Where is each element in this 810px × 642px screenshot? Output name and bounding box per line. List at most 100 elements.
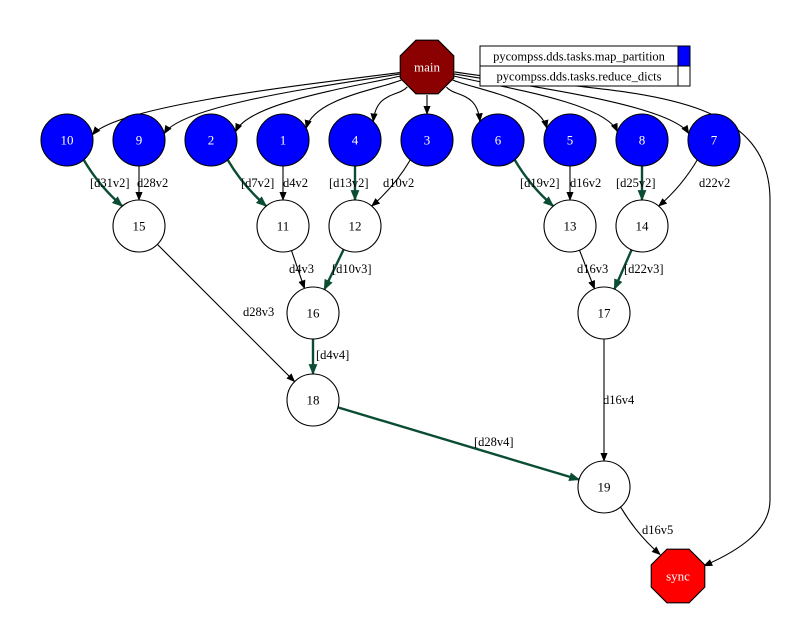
node-19-shape xyxy=(577,460,631,514)
edge-main-to-4 xyxy=(370,86,408,123)
edge-13-to-17 xyxy=(578,250,596,290)
legend-label-pycompss-dds-tasks-map-partition: pycompss.dds.tasks.map_partition xyxy=(493,50,666,64)
edge-labels-layer: [d31v2]d28v2[d7v2]d4v2[d13v2]d10v2[d19v2… xyxy=(90,176,730,537)
node-10-label: 10 xyxy=(61,133,74,148)
edge-label-5-to-13: d16v2 xyxy=(570,176,601,190)
edge-main-to-5 xyxy=(451,79,549,130)
node-11-label: 11 xyxy=(277,219,290,234)
node-7-label: 7 xyxy=(711,133,718,148)
node-10: 10 xyxy=(40,113,94,167)
node-4: 4 xyxy=(328,113,382,167)
node-16-label: 16 xyxy=(307,306,321,321)
edge-main-to-8 xyxy=(453,75,618,133)
node-sync: sync xyxy=(650,548,706,604)
edge-label-3-to-12: d10v2 xyxy=(383,176,414,190)
edge-12-to-16 xyxy=(323,248,345,291)
node-17: 17 xyxy=(577,286,631,340)
edge-label-6-to-13: [d19v2] xyxy=(520,176,560,190)
edge-15-to-18 xyxy=(157,244,296,383)
node-main-label: main xyxy=(414,60,440,75)
node-7: 7 xyxy=(687,113,741,167)
edge-10-to-15 xyxy=(82,159,124,208)
node-16-shape xyxy=(286,286,340,340)
edge-label-19-to-sync: d16v5 xyxy=(642,523,673,537)
edge-label-1-to-11: d4v2 xyxy=(283,176,308,190)
node-3: 3 xyxy=(400,113,454,167)
node-11: 11 xyxy=(256,199,310,253)
node-15-label: 15 xyxy=(133,219,146,234)
node-2-shape xyxy=(184,113,238,167)
node-main: main xyxy=(399,39,455,95)
node-14-shape xyxy=(615,199,669,253)
node-2: 2 xyxy=(184,113,238,167)
node-12-label: 12 xyxy=(349,219,362,234)
edge-label-16-to-18: [d4v4] xyxy=(316,348,349,362)
edge-7-to-14 xyxy=(658,159,698,207)
node-5-label: 5 xyxy=(567,133,574,148)
node-5: 5 xyxy=(543,113,597,167)
node-3-label: 3 xyxy=(424,133,431,148)
node-5-shape xyxy=(543,113,597,167)
edge-main-to-1 xyxy=(304,79,403,130)
node-14: 14 xyxy=(615,199,669,253)
node-4-label: 4 xyxy=(352,133,359,148)
edge-label-2-to-11: [d7v2] xyxy=(241,176,274,190)
legend: pycompss.dds.tasks.map_partition pycompss… xyxy=(479,45,691,87)
edge-2-to-11 xyxy=(226,159,268,208)
edge-main-to-9 xyxy=(163,73,400,135)
node-11-shape xyxy=(256,199,310,253)
node-19-label: 19 xyxy=(598,480,611,495)
edge-18-to-19 xyxy=(337,406,581,481)
node-15-shape xyxy=(112,199,166,253)
node-main-shape xyxy=(399,39,455,95)
edge-6-to-13 xyxy=(513,159,555,208)
node-10-shape xyxy=(40,113,94,167)
node-17-shape xyxy=(577,286,631,340)
edge-label-9-to-15: d28v2 xyxy=(137,176,168,190)
legend-swatch-pycompss-dds-tasks-reduce-dicts xyxy=(677,65,691,87)
node-9-label: 9 xyxy=(136,133,143,148)
node-13-label: 13 xyxy=(564,219,577,234)
node-19: 19 xyxy=(577,460,631,514)
node-18: 18 xyxy=(286,373,340,427)
node-8: 8 xyxy=(615,113,669,167)
node-13-shape xyxy=(543,199,597,253)
node-8-label: 8 xyxy=(639,133,646,148)
edge-main-to-10 xyxy=(91,72,400,136)
node-sync-label: sync xyxy=(666,569,690,584)
edge-label-17-to-19: d16v4 xyxy=(603,393,635,407)
edge-label-10-to-15: [d31v2] xyxy=(90,176,130,190)
node-9: 9 xyxy=(112,113,166,167)
node-13: 13 xyxy=(543,199,597,253)
node-3-shape xyxy=(400,113,454,167)
node-1: 1 xyxy=(256,113,310,167)
edge-label-13-to-17: d16v3 xyxy=(577,262,608,276)
node-sync-shape xyxy=(650,548,706,604)
edge-label-7-to-14: d22v2 xyxy=(699,176,730,190)
edge-label-14-to-17: [d22v3] xyxy=(624,262,664,276)
node-15: 15 xyxy=(112,199,166,253)
node-2-label: 2 xyxy=(208,133,215,148)
node-1-shape xyxy=(256,113,310,167)
node-6-label: 6 xyxy=(495,133,502,148)
node-18-shape xyxy=(286,373,340,427)
edge-main-to-6 xyxy=(446,86,483,123)
node-18-label: 18 xyxy=(307,393,320,408)
node-6: 6 xyxy=(471,113,525,167)
legend-swatch-pycompss-dds-tasks-map-partition xyxy=(677,45,691,67)
edge-label-12-to-16: [d10v3] xyxy=(332,262,372,276)
legend-label-pycompss-dds-tasks-reduce-dicts: pycompss.dds.tasks.reduce_dicts xyxy=(497,70,662,84)
node-14-label: 14 xyxy=(636,219,650,234)
node-7-shape xyxy=(687,113,741,167)
edge-19-to-sync xyxy=(620,506,661,556)
edge-label-18-to-19: [d28v4] xyxy=(474,435,514,449)
node-16: 16 xyxy=(286,286,340,340)
node-1-label: 1 xyxy=(280,133,287,148)
edge-main-to-2 xyxy=(235,75,401,133)
node-12-shape xyxy=(328,199,382,253)
node-4-shape xyxy=(328,113,382,167)
edge-14-to-17 xyxy=(613,249,633,291)
node-8-shape xyxy=(615,113,669,167)
